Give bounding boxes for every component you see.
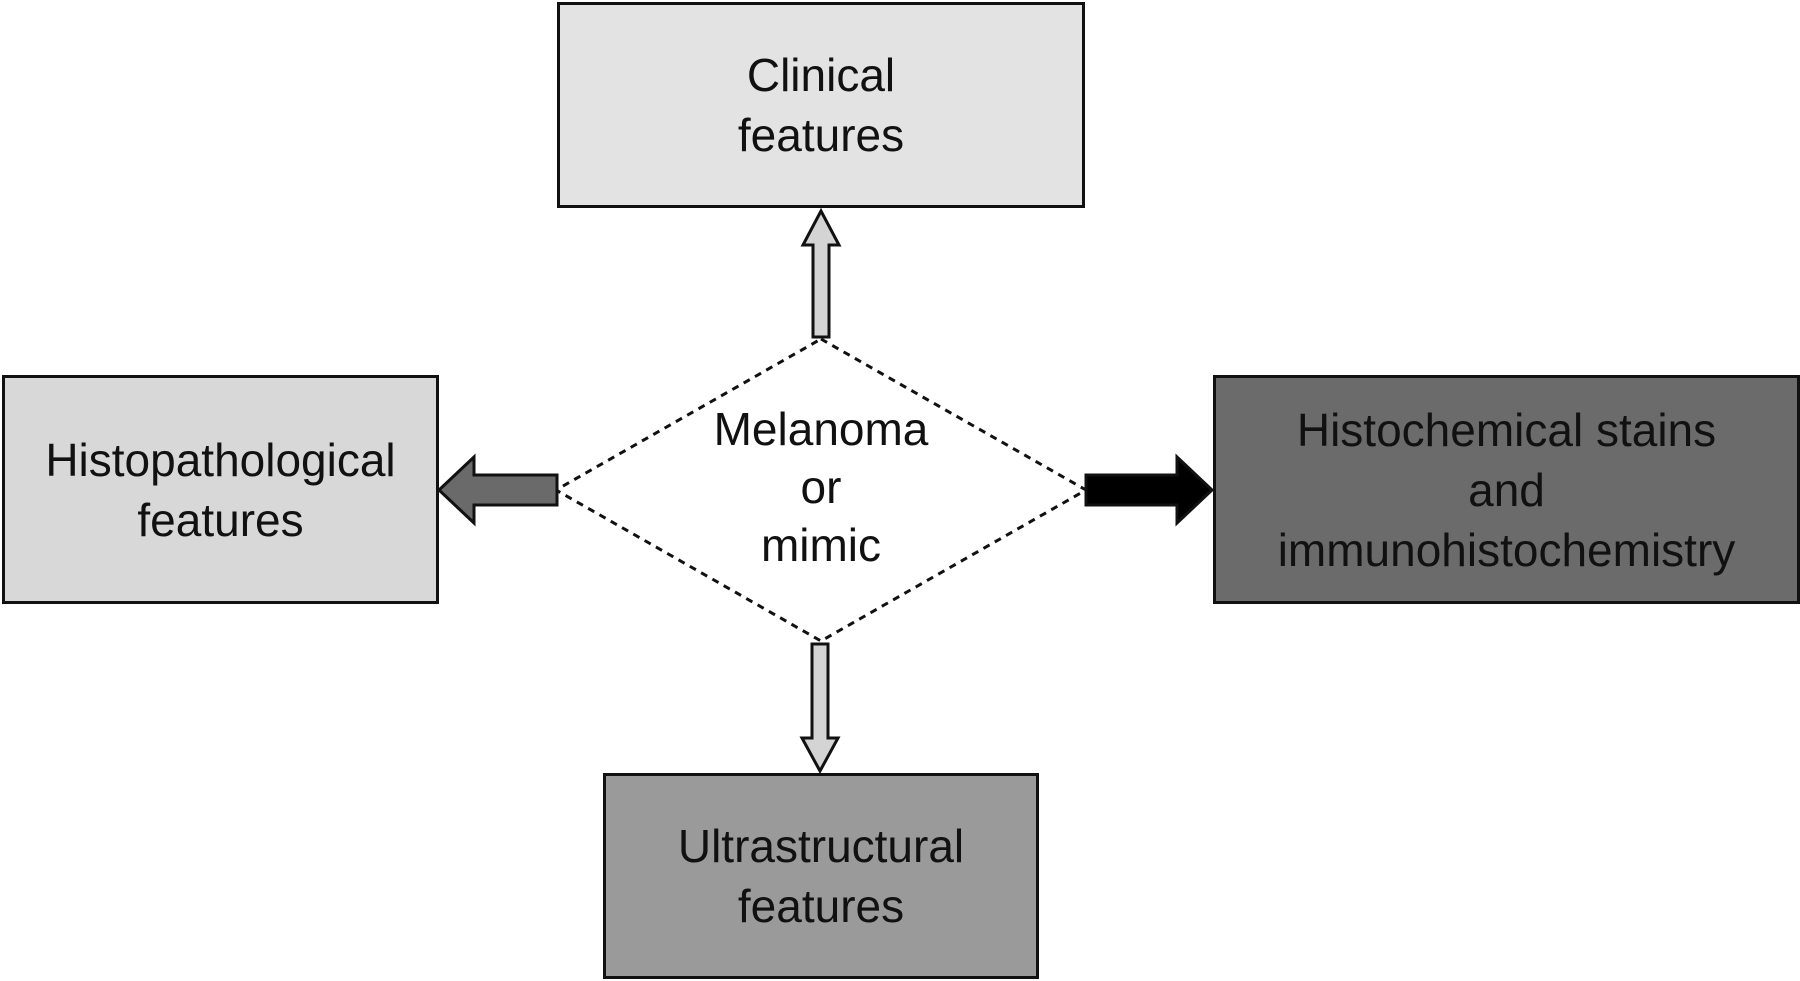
arrow-right-to-histochemical: [1084, 453, 1215, 527]
clinical-features-label-line-2: features: [737, 109, 905, 161]
histopathological-features-label-line-2: features: [137, 493, 304, 546]
clinical-features-box: Clinical features: [557, 2, 1085, 208]
center-diamond: [552, 337, 1090, 643]
arrow-left-to-histopathological: [436, 453, 559, 527]
histochemical-stains-box: Histochemical stains and immunohistochem…: [1213, 375, 1800, 604]
ultrastructural-features-label-line-2: features: [737, 880, 905, 932]
center-label-line-3: mimic: [760, 519, 882, 571]
histopathological-features-box: Histopathological features: [2, 375, 439, 604]
histochemical-stains-label-line-2: and: [1468, 463, 1545, 516]
center-label-line-2: or: [800, 461, 842, 513]
clinical-features-label-line-1: Clinical: [746, 49, 896, 101]
histochemical-stains-label-line-1: Histochemical stains: [1296, 403, 1717, 456]
histochemical-stains-label-line-3: immunohistochemistry: [1277, 523, 1736, 576]
arrow-up-to-clinical: [800, 207, 842, 339]
ultrastructural-features-label-line-1: Ultrastructural: [677, 820, 965, 872]
center-label-line-1: Melanoma: [713, 403, 929, 455]
ultrastructural-features-box: Ultrastructural features: [603, 773, 1039, 979]
histopathological-features-label-line-1: Histopathological: [45, 433, 396, 486]
center-label: Melanoma or mimic: [671, 400, 971, 574]
arrow-down-to-ultrastructural: [799, 642, 841, 775]
